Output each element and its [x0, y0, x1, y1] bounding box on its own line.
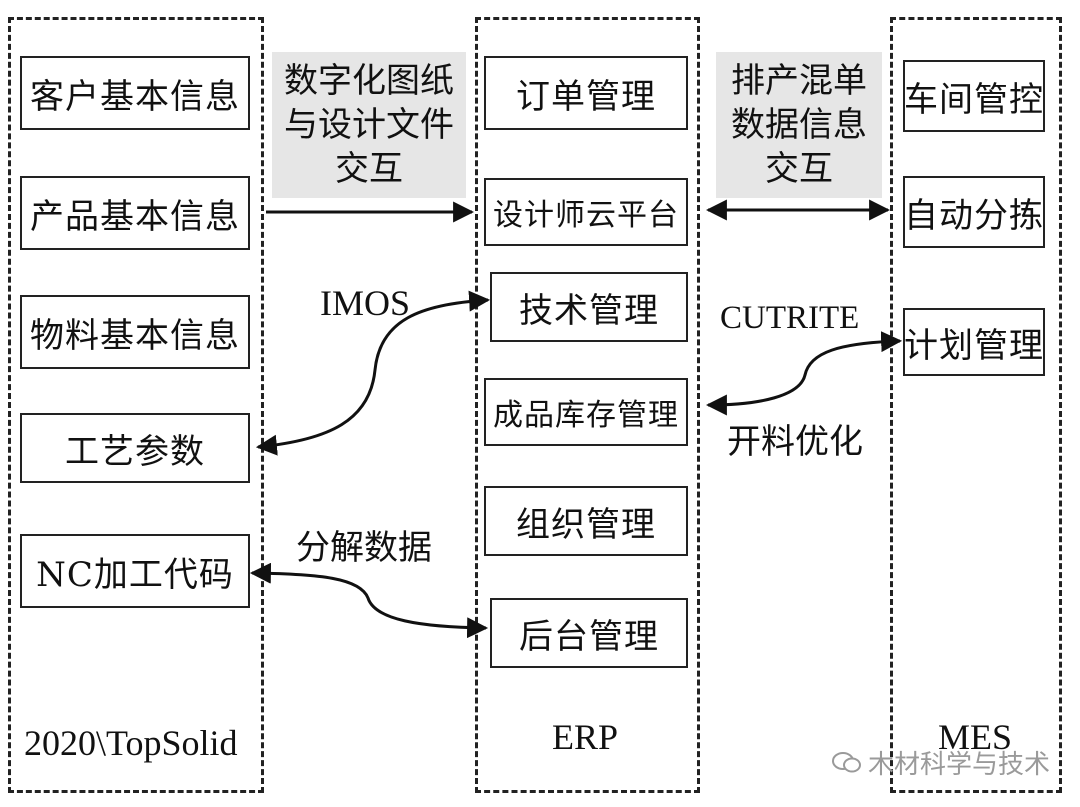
topsolid-label: 2020\TopSolid	[24, 723, 238, 763]
scheduling-exchange-label: 排产混单 数据信息 交互	[716, 52, 882, 198]
decompose-arrow	[249, 562, 489, 639]
wechat-icon	[831, 751, 861, 772]
drawing-exchange-label: 数字化图纸 与设计文件 交互	[272, 52, 466, 198]
workshop-control-box: 车间管控	[903, 60, 1045, 132]
cutrite-arrow	[705, 331, 903, 416]
backend-mgmt-box: 后台管理	[490, 598, 688, 668]
decompose-data-label: 分解数据	[296, 528, 432, 568]
customer-info-box: 客户基本信息	[20, 56, 250, 130]
auto-sorting-box: 自动分拣	[903, 176, 1045, 248]
process-params-box: 工艺参数	[20, 413, 250, 483]
order-mgmt-box: 订单管理	[484, 56, 688, 130]
inventory-mgmt-box: 成品库存管理	[484, 378, 688, 446]
org-mgmt-box: 组织管理	[484, 486, 688, 556]
material-info-box: 物料基本信息	[20, 295, 250, 369]
watermark: 木材科学与技术	[831, 744, 1050, 781]
cut-optimization-label: 开料优化	[727, 422, 863, 462]
cutrite-label: CUTRITE	[720, 300, 860, 336]
mes-label: MES	[938, 717, 1013, 757]
imos-label: IMOS	[320, 283, 411, 323]
designer-cloud-box: 设计师云平台	[484, 178, 688, 246]
imos-arrow	[255, 290, 491, 456]
tech-mgmt-box: 技术管理	[490, 272, 688, 342]
planning-mgmt-box: 计划管理	[903, 308, 1045, 376]
nc-code-box: NC加工代码	[20, 534, 250, 608]
product-info-box: 产品基本信息	[20, 176, 250, 250]
erp-label: ERP	[552, 717, 619, 757]
